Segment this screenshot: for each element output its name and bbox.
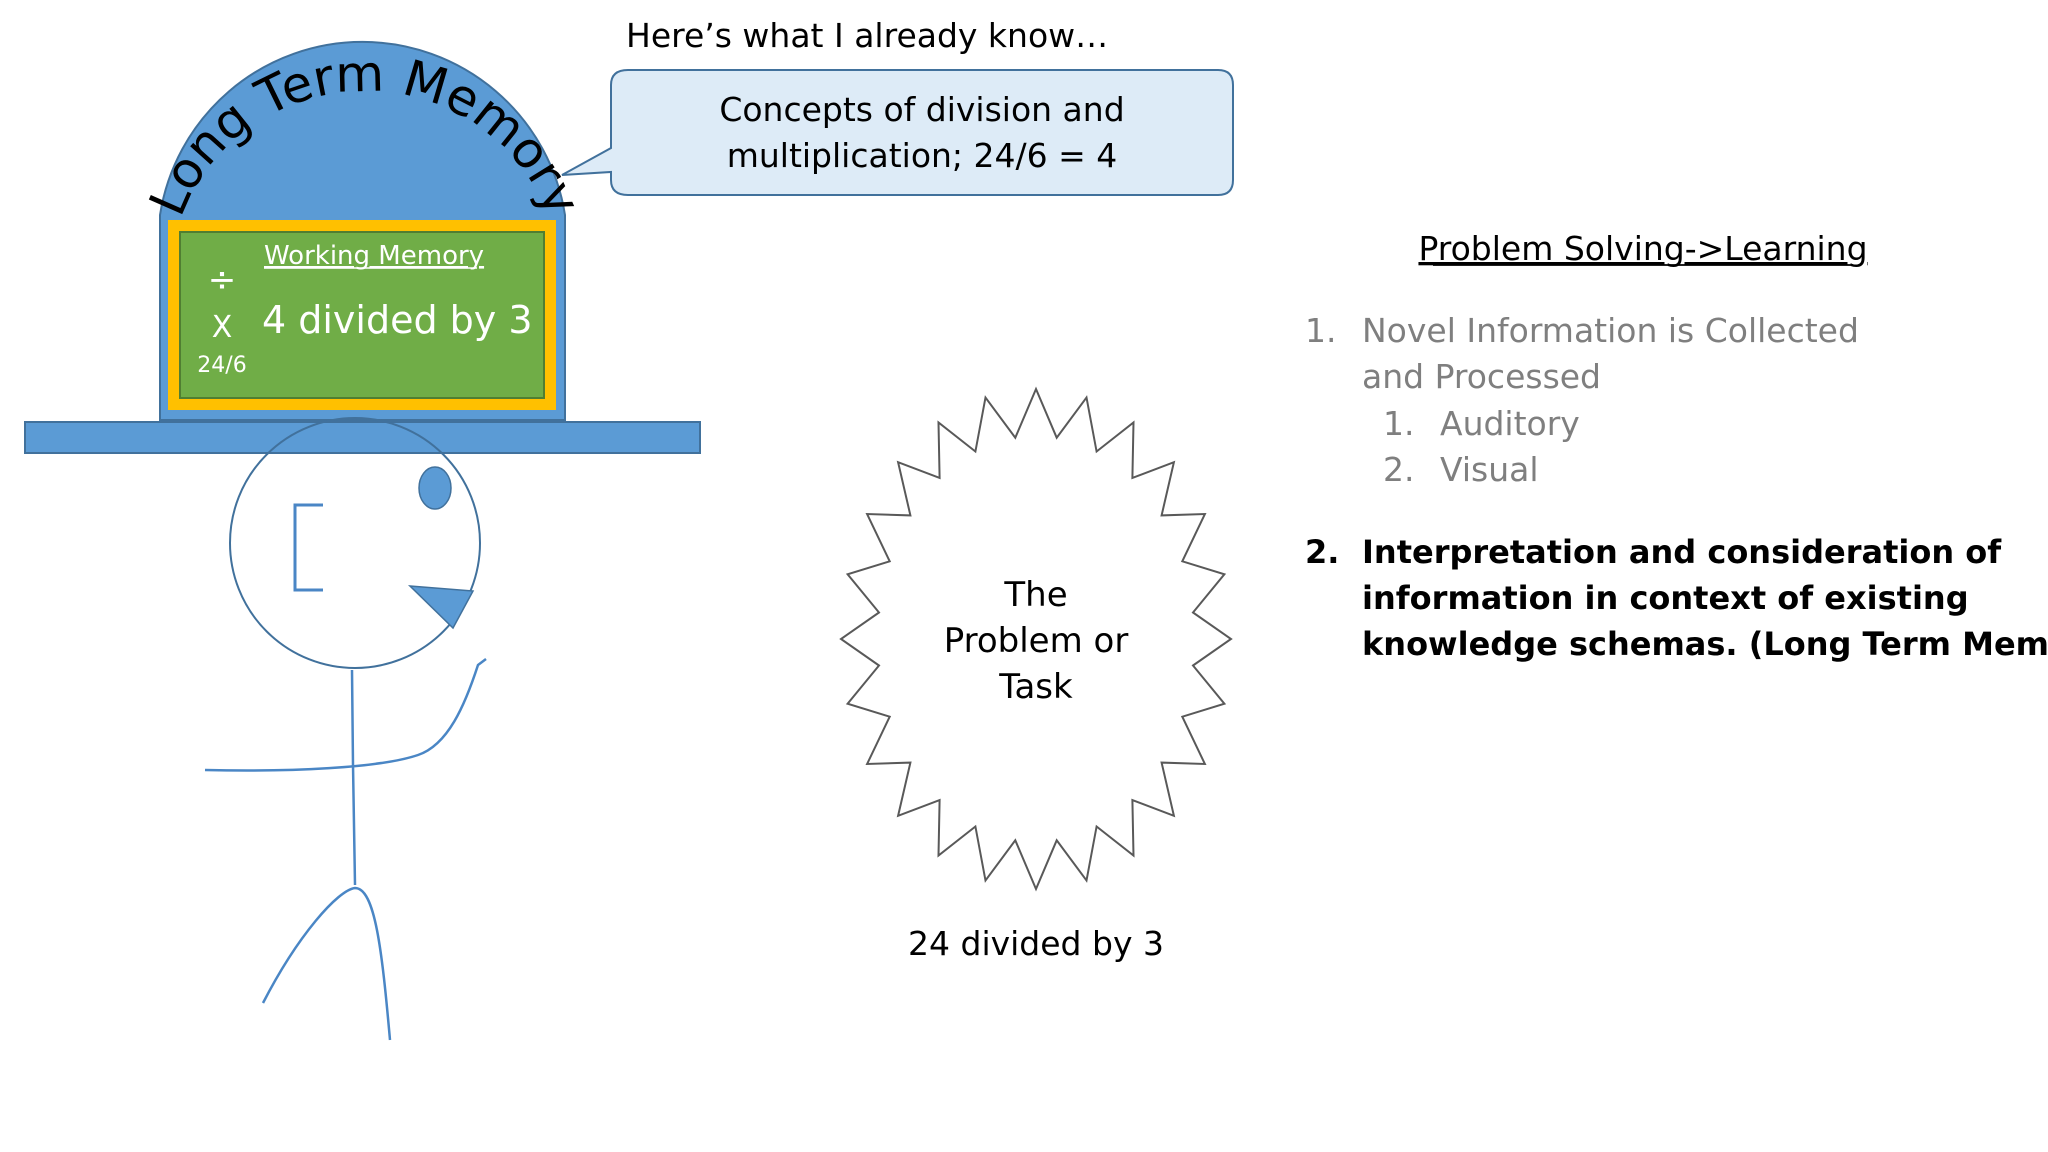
figure-head [229, 417, 481, 669]
figure-eye [418, 466, 452, 510]
speech-bubble-line-2: multiplication; 24/6 = 4 [727, 136, 1118, 175]
speech-bubble-line-1: Concepts of division and [719, 90, 1124, 129]
figure-ear [293, 503, 323, 592]
multiply-symbol: X [212, 310, 233, 345]
working-memory-main-text: 4 divided by 3 [262, 298, 533, 342]
substep-auditory: Auditory [1440, 404, 1580, 443]
hat-brim [24, 421, 701, 454]
figure-arm [204, 658, 487, 772]
panel-title: Problem Solving->Learning [1418, 229, 1867, 268]
thought-header: Here’s what I already know… [626, 16, 1108, 55]
problem-caption: 24 divided by 3 [908, 924, 1164, 963]
step-2-number: 2. [1305, 533, 1339, 571]
working-memory-board [179, 231, 545, 399]
substep-2-number: 2. [1383, 450, 1415, 489]
figure-body [350, 669, 357, 886]
step-1-line-2: and Processed [1362, 357, 1601, 396]
divide-symbol: ÷ [208, 260, 237, 300]
speech-bubble [561, 69, 1234, 196]
fraction-note: 24/6 [197, 353, 246, 378]
problem-starburst [839, 386, 1233, 892]
working-memory-title: Working Memory [264, 241, 484, 271]
step-1-line-1: Novel Information is Collected [1362, 311, 1859, 350]
problem-line-3: Task [998, 667, 1073, 707]
step-1-number: 1. [1305, 311, 1337, 350]
step-2-line-3: knowledge schemas. (Long Term Memory) [1362, 625, 2048, 663]
step-2-line-2: information in context of existing [1362, 579, 1969, 617]
step-2-line-1: Interpretation and consideration of [1362, 533, 2002, 571]
problem-line-2: Problem or [944, 621, 1129, 661]
figure-legs [261, 886, 392, 1041]
problem-line-1: The [1003, 575, 1067, 615]
stick-figure [204, 417, 487, 1041]
substep-visual: Visual [1440, 450, 1539, 489]
substep-1-number: 1. [1383, 404, 1415, 443]
figure-mouth [407, 585, 475, 630]
